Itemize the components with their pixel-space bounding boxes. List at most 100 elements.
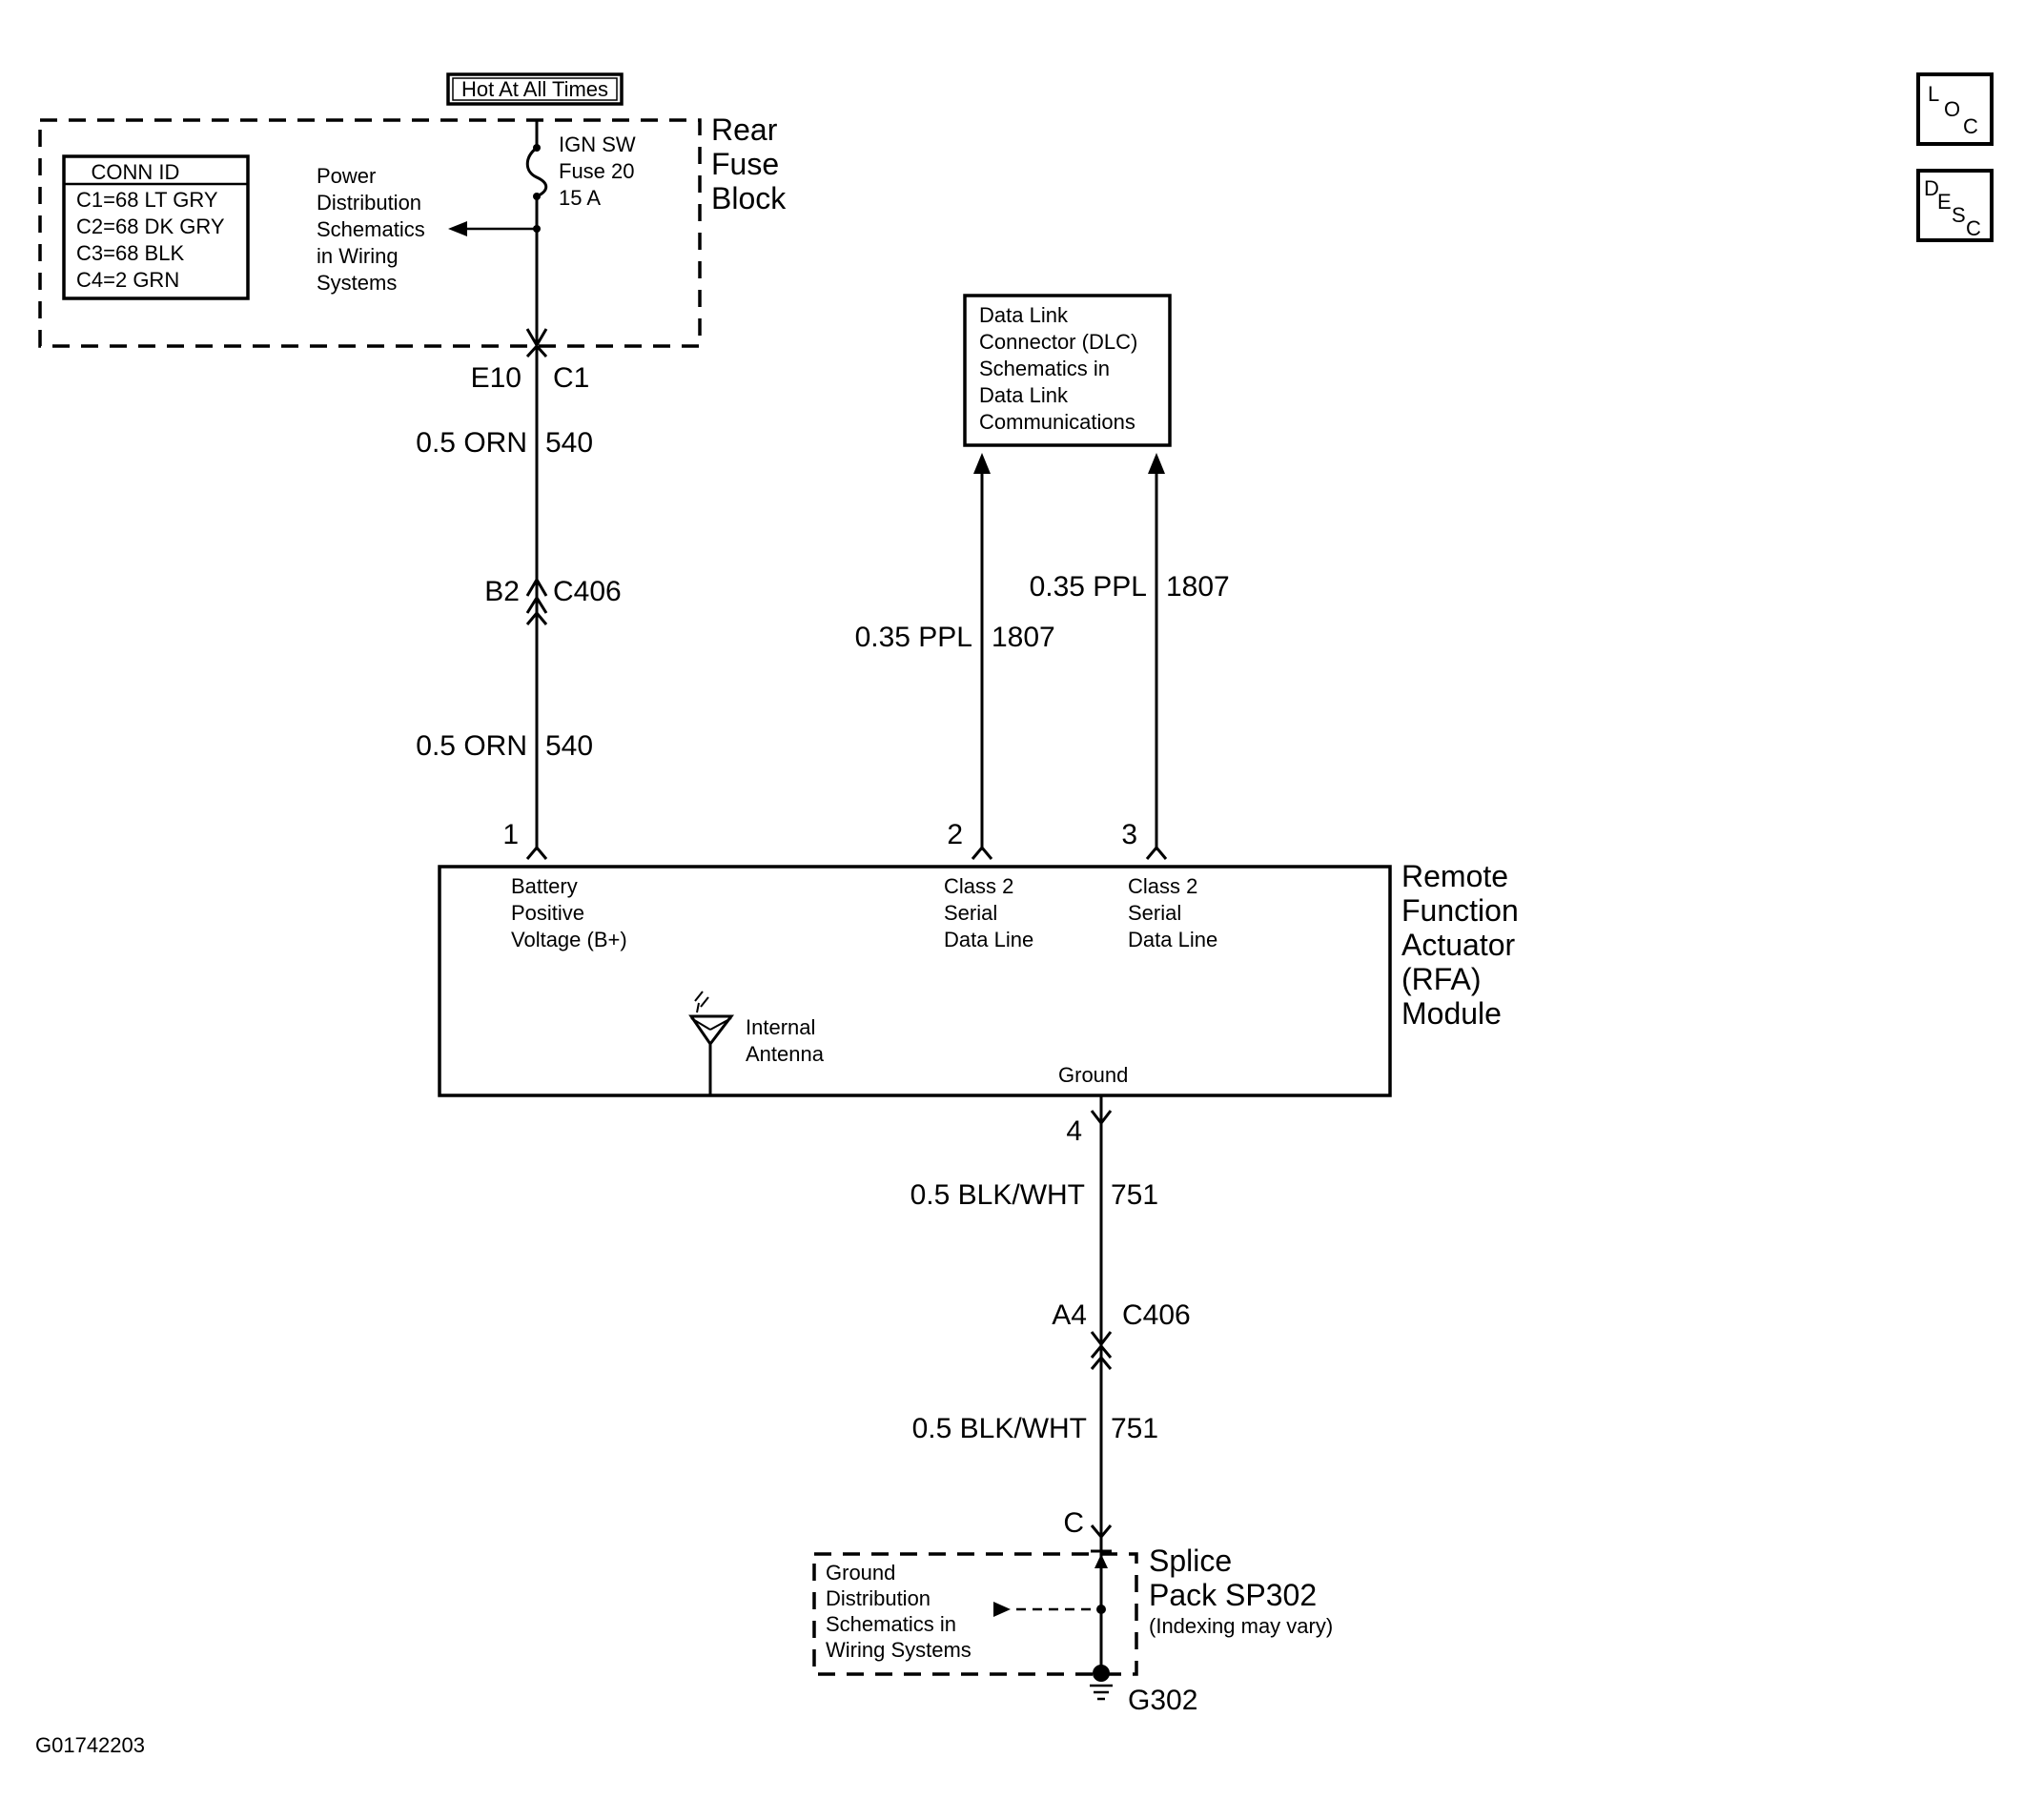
ground-icon (1090, 1665, 1113, 1701)
svg-text:Schematics: Schematics (317, 217, 425, 241)
connector-pin-e10: E10 (471, 362, 522, 394)
loc-icon[interactable]: L O C (1916, 72, 1994, 146)
svg-text:Data Line: Data Line (1128, 928, 1217, 951)
svg-text:Remote: Remote (1401, 859, 1508, 893)
module-pin-4: 4 (1066, 1115, 1082, 1147)
svg-text:Hot At All Times: Hot At All Times (461, 77, 608, 101)
svg-text:Wiring Systems: Wiring Systems (826, 1638, 972, 1662)
wire-b-plus (525, 196, 548, 860)
svg-text:Connector (DLC): Connector (DLC) (979, 330, 1137, 354)
svg-text:C: C (1963, 114, 1978, 138)
module-pin1-label: Battery Positive Voltage (B+) (511, 874, 627, 951)
wire-class2-data-line-3 (1145, 453, 1168, 860)
connector-pin-b2: B2 (484, 576, 520, 607)
wire-color-label: 0.35 PPL (855, 622, 972, 653)
module-name-label: Remote Function Actuator (RFA) Module (1401, 859, 1519, 1031)
arrow-right-icon (993, 1602, 1011, 1617)
svg-text:Data Link: Data Link (979, 303, 1069, 327)
antenna-icon (688, 991, 735, 1095)
svg-text:15 A: 15 A (559, 186, 601, 210)
svg-text:Schematics in: Schematics in (979, 357, 1110, 380)
rear-fuse-block-label: Rear Fuse Block (711, 112, 787, 215)
wire-color-label: 0.5 BLK/WHT (910, 1179, 1085, 1211)
desc-icon[interactable]: D E S C (1916, 169, 1994, 242)
conn-id-table: CONN ID C1=68 LT GRY C2=68 DK GRY C3=68 … (62, 154, 250, 300)
power-distribution-note: Power Distribution Schematics in Wiring … (317, 164, 425, 295)
svg-text:Function: Function (1401, 893, 1519, 928)
fuse-label: IGN SW Fuse 20 15 A (559, 133, 636, 210)
module-pin-3: 3 (1121, 819, 1137, 850)
svg-text:Block: Block (711, 181, 787, 215)
conn-id-row: C4=2 GRN (76, 268, 179, 292)
svg-text:Serial: Serial (944, 901, 997, 925)
conn-id-row: C2=68 DK GRY (76, 215, 225, 238)
svg-text:Positive: Positive (511, 901, 584, 925)
svg-text:Distribution: Distribution (826, 1586, 931, 1610)
svg-text:Pack SP302: Pack SP302 (1149, 1578, 1317, 1612)
wire-color-label: 0.35 PPL (1030, 571, 1147, 603)
svg-text:Data Link: Data Link (979, 383, 1069, 407)
ground-distribution-note: Ground Distribution Schematics in Wiring… (826, 1561, 972, 1662)
svg-text:Internal: Internal (746, 1015, 815, 1039)
wire-color-label: 0.5 ORN (416, 427, 527, 459)
fuse-icon (525, 120, 548, 200)
svg-text:Fuse: Fuse (711, 147, 779, 181)
circuit-number: 1807 (992, 622, 1055, 653)
rear-fuse-block-outline (38, 118, 702, 348)
wire-ground (1090, 1095, 1113, 1670)
svg-text:Systems: Systems (317, 271, 397, 295)
svg-text:Module: Module (1401, 996, 1502, 1031)
rfa-module-box (438, 865, 1392, 1097)
connector-pin-a4: A4 (1052, 1299, 1087, 1331)
module-ground-label: Ground (1058, 1063, 1128, 1087)
svg-text:L: L (1928, 82, 1939, 106)
wire-class2-data-line-2 (971, 453, 993, 860)
svg-text:S: S (1952, 203, 1966, 227)
svg-text:Class 2: Class 2 (944, 874, 1013, 898)
circuit-number: 751 (1111, 1179, 1158, 1211)
conn-id-title: CONN ID (92, 160, 180, 184)
wire-color-label: 0.5 ORN (416, 730, 527, 762)
svg-text:Actuator: Actuator (1401, 928, 1516, 962)
svg-text:Voltage (B+): Voltage (B+) (511, 928, 627, 951)
svg-text:Ground: Ground (826, 1561, 895, 1585)
svg-text:Battery: Battery (511, 874, 578, 898)
svg-text:(RFA): (RFA) (1401, 962, 1482, 996)
wire-color-label: 0.5 BLK/WHT (912, 1413, 1087, 1444)
svg-text:Schematics in: Schematics in (826, 1612, 956, 1636)
svg-text:Communications: Communications (979, 410, 1135, 434)
svg-text:O: O (1944, 97, 1960, 121)
connector-c406: C406 (553, 576, 622, 607)
svg-text:Rear: Rear (711, 112, 778, 147)
svg-text:D: D (1924, 176, 1939, 200)
conn-id-row: C3=68 BLK (76, 241, 184, 265)
connector-pin-c: C (1063, 1507, 1084, 1539)
svg-text:Data Line: Data Line (944, 928, 1033, 951)
svg-text:Antenna: Antenna (746, 1042, 825, 1066)
module-pin-1: 1 (502, 819, 519, 850)
connector-c406: C406 (1122, 1299, 1191, 1331)
svg-text:in Wiring: in Wiring (317, 244, 399, 268)
circuit-number: 540 (545, 730, 593, 762)
svg-text:Distribution: Distribution (317, 191, 421, 215)
svg-text:C: C (1966, 216, 1981, 240)
splice-pack-outline (812, 1552, 1138, 1676)
svg-text:E: E (1937, 190, 1952, 214)
svg-text:(Indexing may vary): (Indexing may vary) (1149, 1614, 1333, 1638)
svg-text:IGN SW: IGN SW (559, 133, 636, 156)
svg-text:Power: Power (317, 164, 376, 188)
circuit-number: 540 (545, 427, 593, 459)
svg-text:Fuse 20: Fuse 20 (559, 159, 635, 183)
svg-text:Serial: Serial (1128, 901, 1181, 925)
splice-pack-label: Splice Pack SP302 (Indexing may vary) (1149, 1544, 1333, 1638)
conn-id-row: C1=68 LT GRY (76, 188, 218, 212)
module-pin2-label: Class 2 Serial Data Line (944, 874, 1033, 951)
module-pin3-label: Class 2 Serial Data Line (1128, 874, 1217, 951)
circuit-number: 751 (1111, 1413, 1158, 1444)
svg-text:Class 2: Class 2 (1128, 874, 1197, 898)
svg-text:Splice: Splice (1149, 1544, 1232, 1578)
antenna-label: Internal Antenna (746, 1015, 825, 1066)
connector-c1: C1 (553, 362, 589, 394)
module-pin-2: 2 (947, 819, 963, 850)
